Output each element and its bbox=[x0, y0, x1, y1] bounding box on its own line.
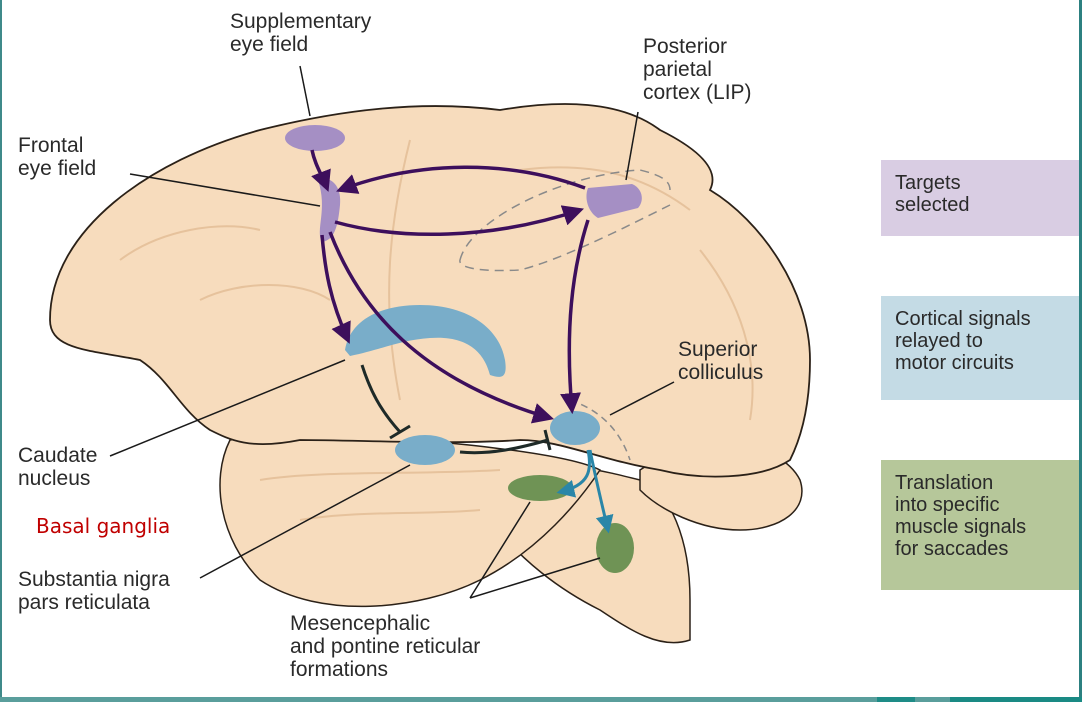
frontal-eye-field-area bbox=[318, 178, 341, 242]
mesencephalic-reticular-area bbox=[508, 475, 572, 501]
label-caudate-nucleus: Caudate nucleus bbox=[18, 444, 98, 490]
pontine-reticular-area bbox=[596, 523, 634, 573]
label-frontal-eye-field: Frontal eye field bbox=[18, 134, 97, 180]
legend-cortical-signals: Cortical signals relayed to motor circui… bbox=[881, 296, 1079, 400]
label-basal-ganglia: Basal ganglia bbox=[36, 514, 171, 538]
legend-targets-selected: Targets selected bbox=[881, 160, 1079, 236]
sulci bbox=[119, 139, 754, 521]
colliculus-dashed-outline bbox=[569, 399, 631, 461]
label-substantia-nigra: Substantia nigra pars reticulata bbox=[18, 568, 170, 614]
leader-lines bbox=[109, 65, 675, 599]
frame-right-border bbox=[1079, 0, 1082, 702]
label-reticular-formations: Mesencephalic and pontine reticular form… bbox=[290, 612, 481, 681]
colliculus-outputs bbox=[556, 449, 614, 534]
label-supplementary-eye-field: Supplementary eye field bbox=[230, 10, 372, 56]
frame-bottom-border bbox=[0, 697, 1082, 702]
superior-colliculus-area bbox=[550, 411, 600, 445]
substantia-nigra-area bbox=[395, 435, 455, 465]
label-posterior-parietal-cortex: Posterior parietal cortex (LIP) bbox=[643, 35, 752, 104]
inhibitory-connections bbox=[360, 364, 552, 455]
frame-bottom-accent bbox=[877, 697, 915, 702]
legend-translation-muscle-signals: Translation into specific muscle signals… bbox=[881, 460, 1079, 590]
supplementary-eye-field-area bbox=[285, 125, 345, 151]
cortical-pathways bbox=[310, 149, 590, 424]
lip-area bbox=[586, 184, 642, 218]
frame-left-border bbox=[0, 0, 2, 702]
cerebrum bbox=[49, 103, 811, 478]
label-superior-colliculus: Superior colliculus bbox=[678, 338, 764, 384]
frame-bottom-accent bbox=[950, 697, 1082, 702]
